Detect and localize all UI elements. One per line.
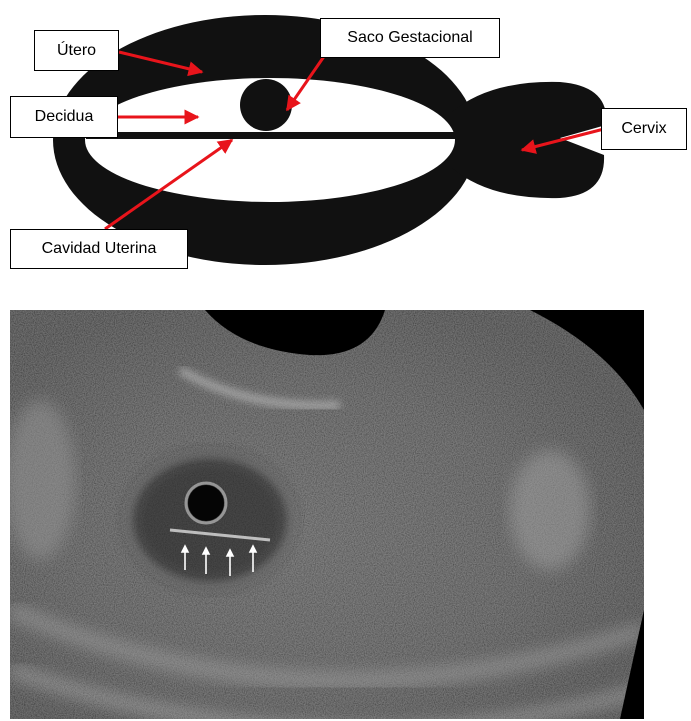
- label-saco-gestacional: Saco Gestacional: [320, 18, 500, 58]
- label-cavidad-uterina: Cavidad Uterina: [10, 229, 188, 269]
- ultrasound-svg: [10, 310, 644, 719]
- gestational-sac: [240, 79, 292, 131]
- label-cervix: Cervix: [601, 108, 687, 150]
- us-gestational-sac: [188, 485, 224, 521]
- label-utero: Útero: [34, 30, 119, 71]
- uterine-cavity-line: [86, 132, 478, 139]
- cervix-shape: [452, 82, 606, 198]
- ultrasound-image: [10, 310, 644, 719]
- label-decidua: Decidua: [10, 96, 118, 138]
